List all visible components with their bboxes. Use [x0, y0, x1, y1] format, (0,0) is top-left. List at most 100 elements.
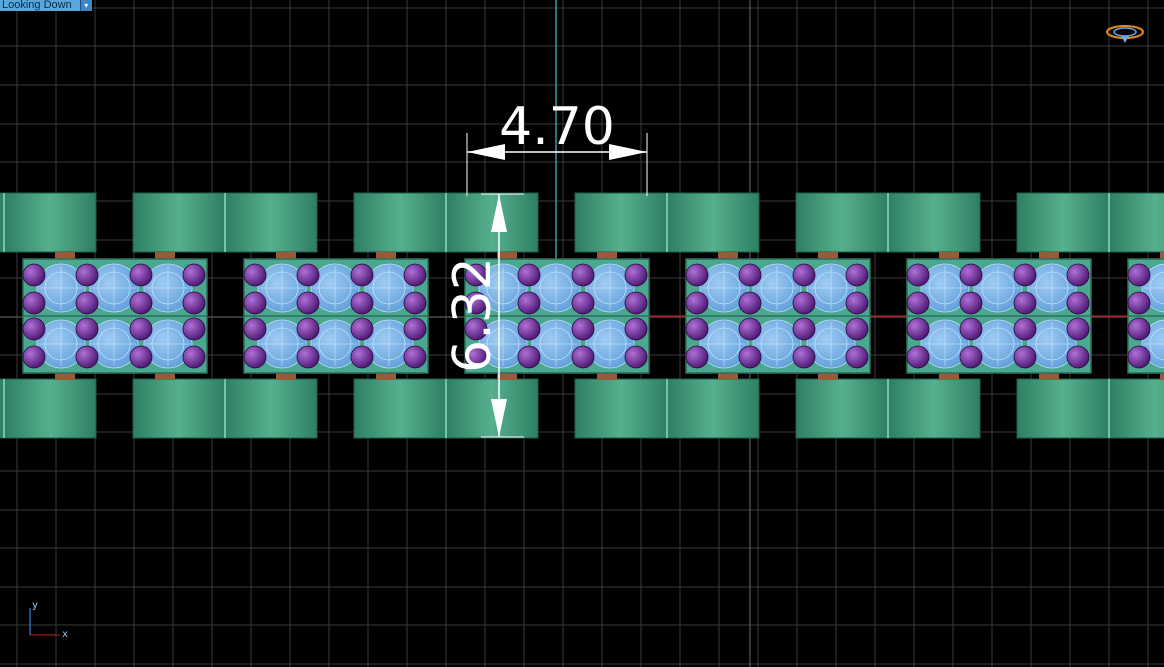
- link-bar: [1016, 378, 1110, 439]
- connector: [1039, 373, 1059, 380]
- atom-sphere: [243, 291, 267, 315]
- atom-sphere: [685, 317, 709, 341]
- connector: [818, 252, 838, 259]
- atom-sphere: [792, 291, 816, 315]
- link-bar: [132, 192, 226, 253]
- arrowhead-left: [467, 144, 505, 160]
- atom-sphere: [738, 263, 762, 287]
- link-bar: [3, 192, 97, 253]
- dimension-vertical[interactable]: 6.32: [443, 193, 524, 438]
- atom-sphere: [906, 345, 930, 369]
- atom-sphere: [1127, 317, 1151, 341]
- atom-sphere: [792, 345, 816, 369]
- unit-cell-group: [243, 192, 539, 439]
- atom-sphere: [464, 291, 488, 315]
- atom-sphere: [571, 263, 595, 287]
- link-bar: [1108, 192, 1164, 253]
- link-bar: [574, 192, 668, 253]
- view-menu-label[interactable]: Looking Down: [0, 0, 80, 11]
- connector: [276, 252, 296, 259]
- unit-cell-group: [464, 192, 760, 439]
- atom-sphere: [1066, 317, 1090, 341]
- atom-sphere: [571, 317, 595, 341]
- connector: [1160, 252, 1164, 259]
- atom-sphere: [182, 291, 206, 315]
- link-bar: [666, 192, 760, 253]
- atom-sphere: [296, 317, 320, 341]
- connector: [55, 373, 75, 380]
- dimension-horizontal[interactable]: 4.70: [466, 97, 648, 196]
- atom-sphere: [75, 263, 99, 287]
- connector: [597, 252, 617, 259]
- unit-cell-group: [906, 192, 1164, 439]
- atom-sphere: [517, 317, 541, 341]
- atom-sphere: [738, 291, 762, 315]
- atom-sphere: [350, 263, 374, 287]
- dimension-horizontal-value: 4.70: [499, 97, 615, 157]
- atom-sphere: [403, 345, 427, 369]
- connector: [718, 252, 738, 259]
- connector: [155, 252, 175, 259]
- atom-sphere: [1066, 345, 1090, 369]
- atom-sphere: [792, 263, 816, 287]
- link-bar: [1108, 378, 1164, 439]
- link-bar: [666, 378, 760, 439]
- atom-sphere: [624, 291, 648, 315]
- atom-sphere: [350, 345, 374, 369]
- unit-cell-group: [1127, 252, 1164, 380]
- link-bar: [353, 192, 447, 253]
- atom-sphere: [182, 317, 206, 341]
- link-bar: [224, 192, 318, 253]
- atom-sphere: [1066, 263, 1090, 287]
- atom-sphere: [22, 317, 46, 341]
- connector: [497, 252, 517, 259]
- atom-sphere: [906, 291, 930, 315]
- link-bar: [445, 378, 539, 439]
- connector: [155, 373, 175, 380]
- connector: [597, 373, 617, 380]
- atom-sphere: [845, 263, 869, 287]
- atom-sphere: [296, 345, 320, 369]
- link-bar: [3, 378, 97, 439]
- atom-sphere: [464, 345, 488, 369]
- chevron-down-icon[interactable]: ▾: [79, 0, 92, 11]
- connector: [376, 373, 396, 380]
- atom-sphere: [959, 345, 983, 369]
- connector: [1160, 373, 1164, 380]
- atom-sphere: [129, 317, 153, 341]
- link-bar: [445, 192, 539, 253]
- atom-sphere: [1127, 263, 1151, 287]
- dimension-vertical-value: 6.32: [443, 257, 503, 373]
- atom-sphere: [22, 345, 46, 369]
- connector: [718, 373, 738, 380]
- atom-sphere: [243, 263, 267, 287]
- atom-sphere: [685, 345, 709, 369]
- link-bar: [224, 378, 318, 439]
- atom-sphere: [738, 345, 762, 369]
- atom-sphere: [243, 317, 267, 341]
- atom-sphere: [906, 317, 930, 341]
- view-menu[interactable]: Looking Down ▾: [0, 0, 92, 11]
- orbit-ring-icon[interactable]: [1106, 25, 1144, 43]
- atom-sphere: [845, 345, 869, 369]
- atom-sphere: [182, 345, 206, 369]
- link-bar: [795, 192, 889, 253]
- atom-sphere: [75, 291, 99, 315]
- atom-sphere: [624, 345, 648, 369]
- unit-cell-group: [685, 192, 981, 439]
- atom-sphere: [517, 345, 541, 369]
- atom-sphere: [1013, 317, 1037, 341]
- atom-sphere: [129, 263, 153, 287]
- connector: [1039, 252, 1059, 259]
- axis-triad: y x: [29, 600, 68, 640]
- atom-sphere: [350, 291, 374, 315]
- atom-sphere: [129, 291, 153, 315]
- link-bar: [574, 378, 668, 439]
- arrowhead-down: [491, 399, 507, 437]
- atom-sphere: [685, 291, 709, 315]
- atom-sphere: [182, 263, 206, 287]
- link-bar: [132, 378, 226, 439]
- atom-sphere: [517, 291, 541, 315]
- unit-cell-group: [22, 192, 318, 439]
